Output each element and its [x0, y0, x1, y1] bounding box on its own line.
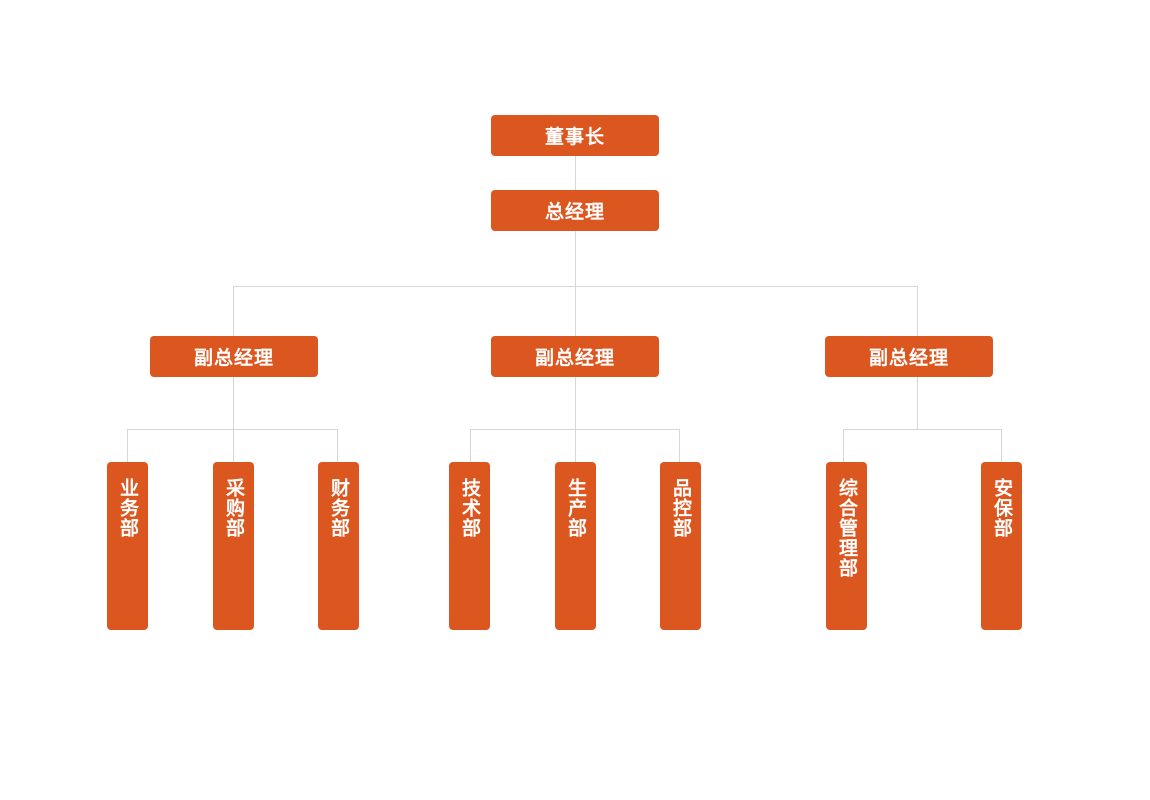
connector-deputy-1-up: [233, 286, 234, 336]
connector-dept-6-up: [679, 429, 680, 462]
connector-deputy-3-down: [917, 377, 918, 430]
connector-dept-7-up: [843, 429, 844, 462]
connector-deputy-2-down: [575, 377, 576, 430]
department-box-purchasing: 采购部: [213, 462, 254, 630]
connector-dept-2-up: [233, 429, 234, 462]
deputy-manager-box-2: 副总经理: [491, 336, 659, 377]
connector-dept-8-up: [1001, 429, 1002, 462]
department-label: 技术部: [459, 478, 481, 538]
deputy-manager-box-3: 副总经理: [825, 336, 993, 377]
connector-deputy-1-down: [233, 377, 234, 430]
department-label: 财务部: [328, 478, 350, 538]
connector-dept-5-up: [575, 429, 576, 462]
department-box-general-management: 综合管理部: [826, 462, 867, 630]
chairman-label: 董事长: [544, 126, 605, 148]
department-label: 生产部: [565, 478, 587, 538]
department-label: 综合管理部: [836, 478, 858, 578]
general-manager-box: 总经理: [491, 190, 659, 231]
department-box-security: 安保部: [981, 462, 1022, 630]
connector-group-1-horizontal: [127, 429, 338, 430]
deputy-manager-box-1: 副总经理: [150, 336, 318, 377]
deputy-manager-label: 副总经理: [534, 347, 615, 369]
deputy-manager-label: 副总经理: [868, 347, 949, 369]
department-box-quality-control: 品控部: [660, 462, 701, 630]
connector-gm-down: [575, 231, 576, 287]
department-label: 业务部: [117, 478, 139, 538]
connector-dept-3-up: [337, 429, 338, 462]
connector-deputy-3-up: [917, 286, 918, 336]
general-manager-label: 总经理: [544, 201, 605, 223]
department-label: 安保部: [991, 478, 1013, 538]
connector-group-3-horizontal: [843, 429, 1002, 430]
department-box-business: 业务部: [107, 462, 148, 630]
chairman-box: 董事长: [491, 115, 659, 156]
department-box-production: 生产部: [555, 462, 596, 630]
department-box-finance: 财务部: [318, 462, 359, 630]
connector-dept-1-up: [127, 429, 128, 462]
connector-deputy-2-up: [575, 286, 576, 336]
connector-dept-4-up: [470, 429, 471, 462]
department-box-technology: 技术部: [449, 462, 490, 630]
connector-chairman-gm: [575, 156, 576, 190]
department-label: 品控部: [670, 478, 692, 538]
department-label: 采购部: [223, 478, 245, 538]
deputy-manager-label: 副总经理: [193, 347, 274, 369]
